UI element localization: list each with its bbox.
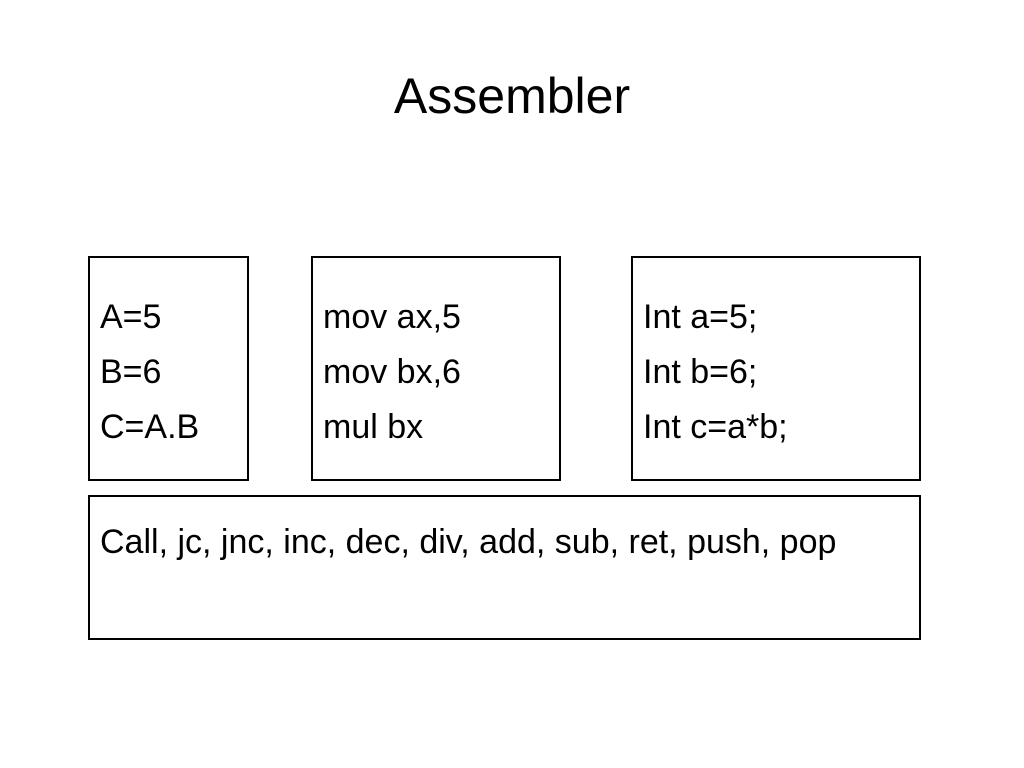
pseudocode-box: A=5 B=6 C=A.B — [88, 256, 249, 481]
instruction-list-box: Call, jc, jnc, inc, dec, div, add, sub, … — [88, 495, 921, 640]
assembly-line: mul bx — [323, 408, 424, 446]
assembly-code-box: mov ax,5 mov bx,6 mul bx — [311, 256, 561, 481]
assembly-line: mov bx,6 — [323, 353, 461, 391]
c-code-line: Int b=6; — [643, 353, 758, 391]
pseudocode-line: A=5 — [100, 298, 162, 336]
pseudocode-line: B=6 — [100, 353, 162, 391]
instruction-list-text: Call, jc, jnc, inc, dec, div, add, sub, … — [100, 523, 837, 561]
slide-title: Assembler — [393, 68, 631, 124]
c-code-line: Int c=a*b; — [643, 408, 788, 446]
c-code-line: Int a=5; — [643, 298, 758, 336]
assembly-lines: mov ax,5 mov bx,6 mul bx — [323, 290, 461, 455]
assembly-line: mov ax,5 — [323, 298, 461, 336]
pseudocode-line: C=A.B — [100, 408, 200, 446]
c-code-lines: Int a=5; Int b=6; Int c=a*b; — [643, 290, 788, 455]
pseudocode-lines: A=5 B=6 C=A.B — [100, 290, 199, 455]
c-code-box: Int a=5; Int b=6; Int c=a*b; — [631, 256, 921, 481]
